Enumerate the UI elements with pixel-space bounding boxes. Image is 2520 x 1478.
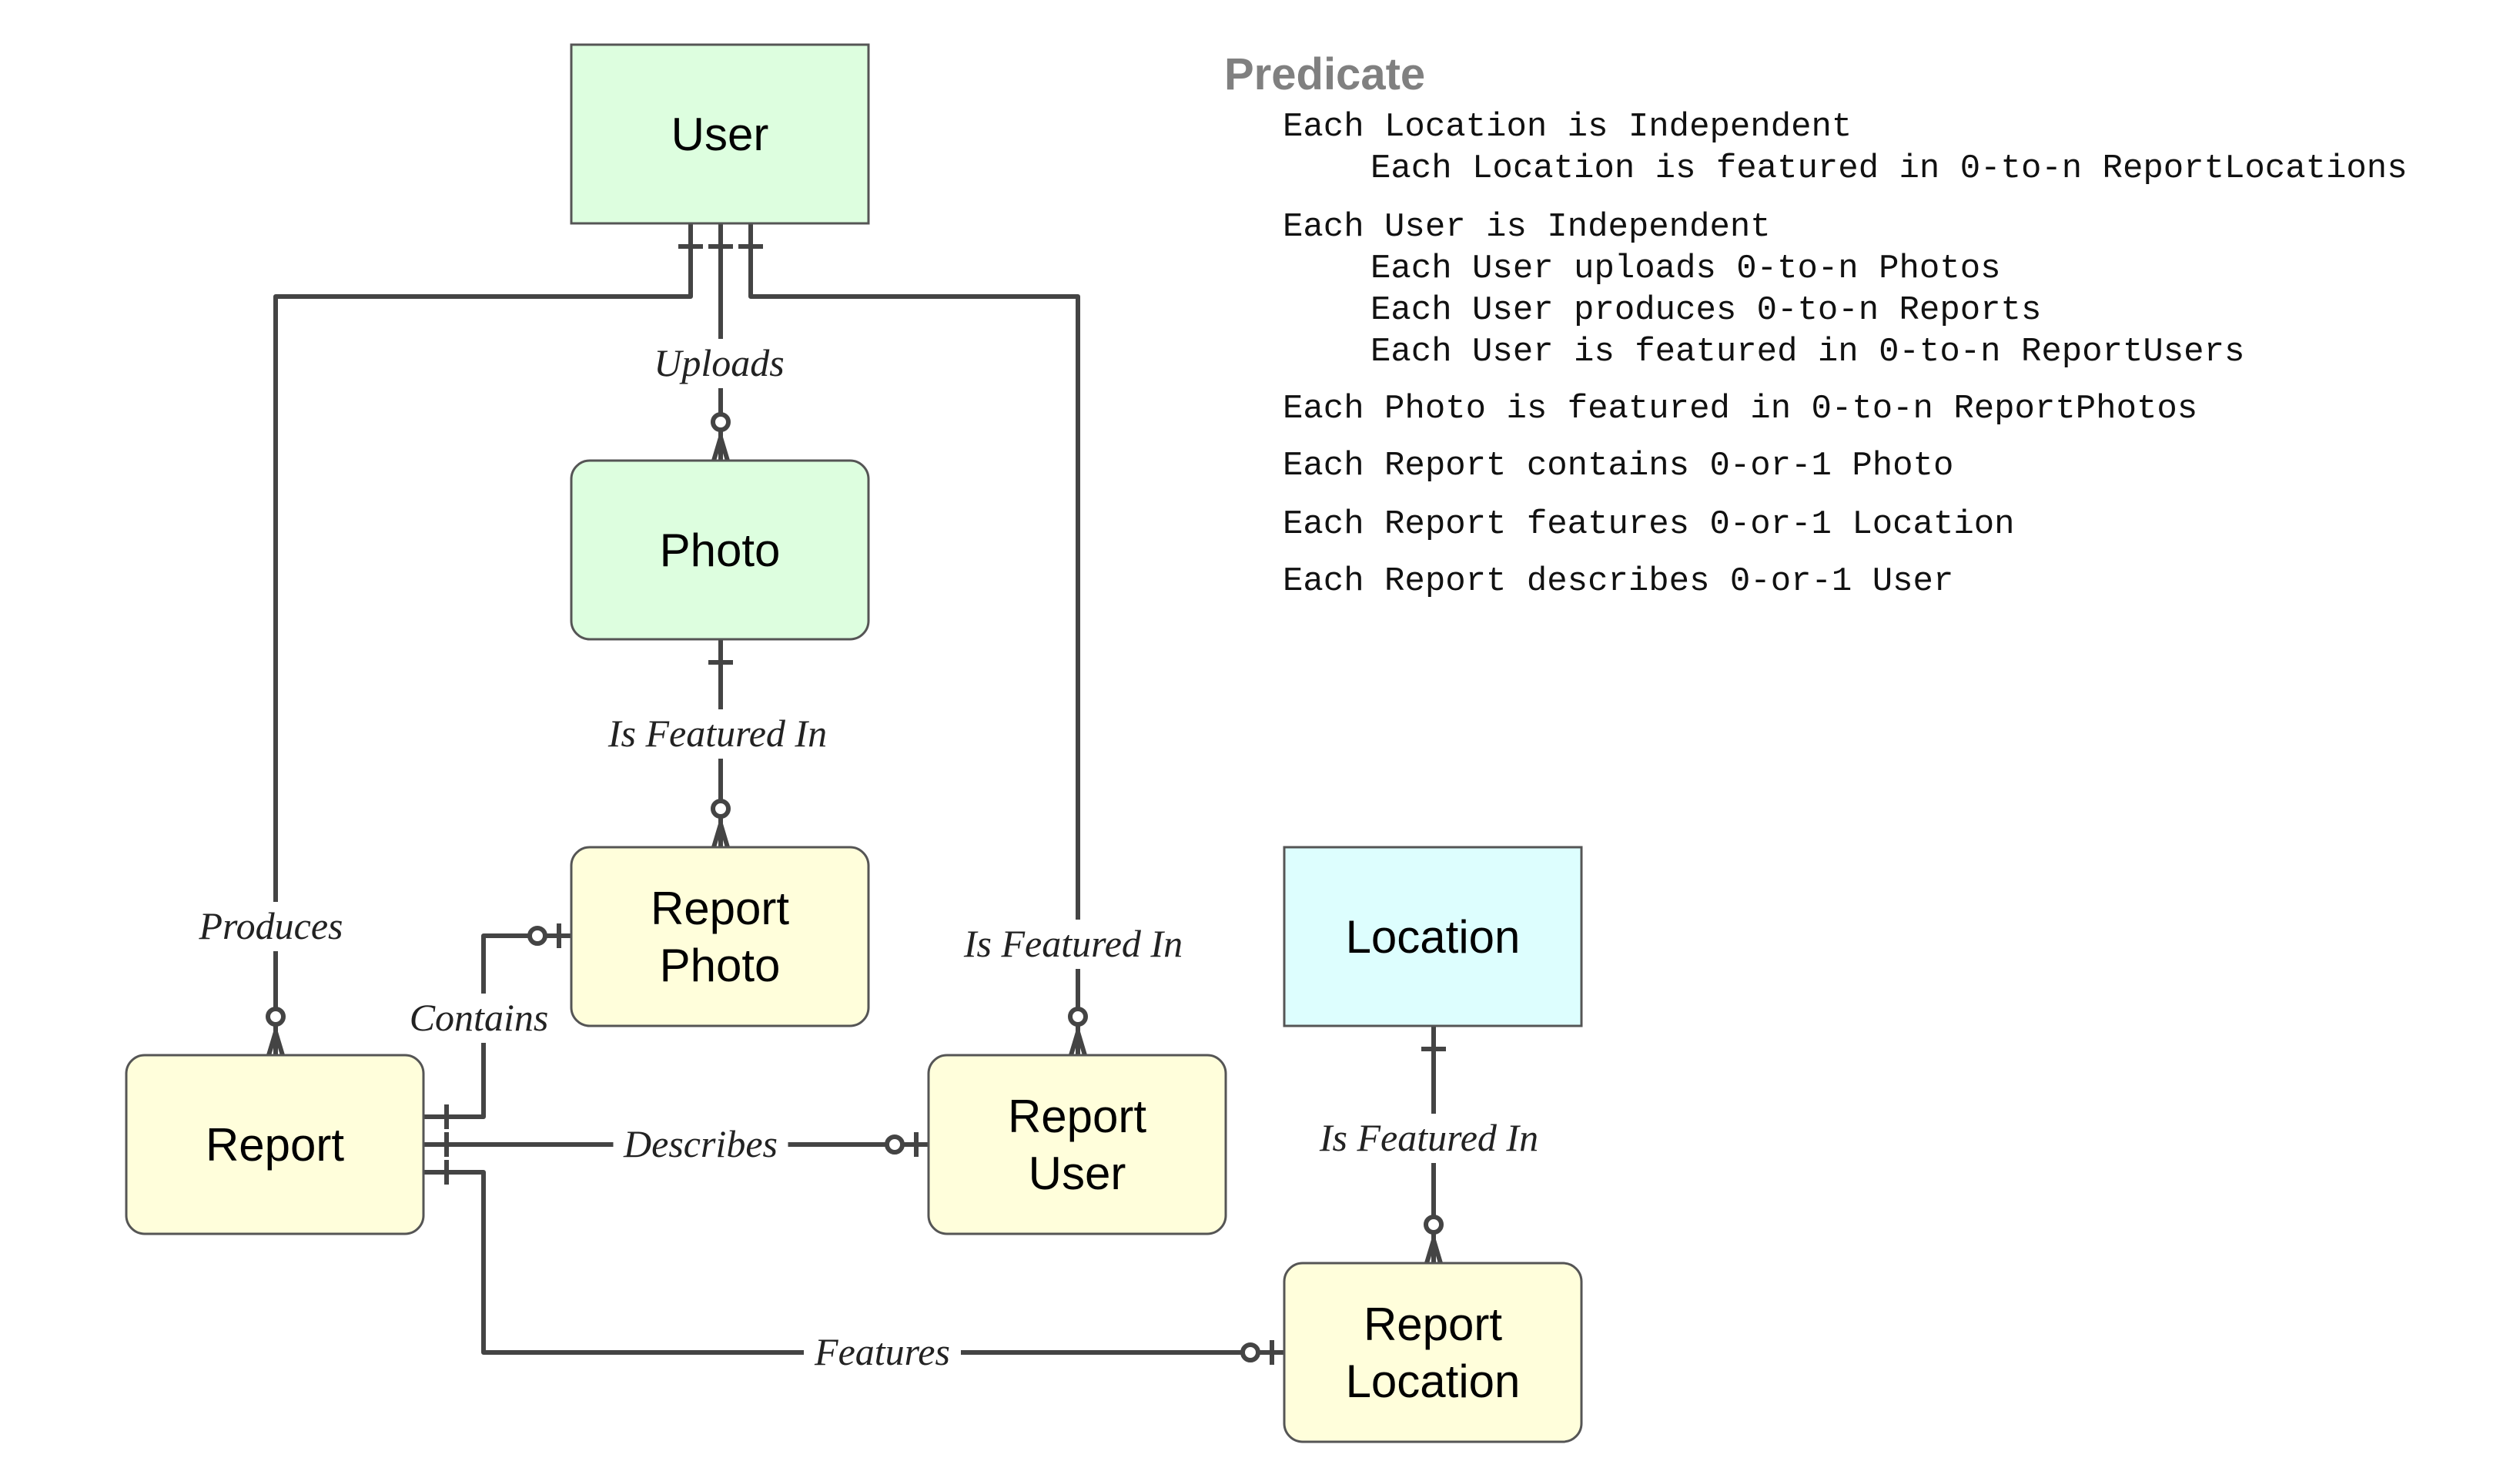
entity-label: Report <box>206 1119 344 1171</box>
markers-features <box>444 1160 1274 1365</box>
predicate-line: Each Photo is featured in 0-to-n ReportP… <box>1283 390 2197 428</box>
relationship-label-text: Contains <box>410 996 549 1039</box>
entity-report-location[interactable]: ReportLocation <box>1283 1262 1583 1443</box>
predicate-line: Each Location is Independent <box>1283 108 1852 146</box>
entity-box <box>570 43 870 225</box>
zero-circle-marker <box>885 1134 905 1155</box>
predicate-line: Each User is featured in 0-to-n ReportUs… <box>1370 333 2244 371</box>
relationship-label-location-featured: Is Featured In <box>1297 1114 1561 1163</box>
entity-report[interactable]: Report <box>125 1054 425 1235</box>
markers-describes <box>444 1132 919 1157</box>
relationship-label-text: Features <box>814 1330 950 1373</box>
relationship-label-text: Uploads <box>654 341 784 384</box>
relationship-label-features: Features <box>804 1328 961 1377</box>
predicate-line: Each Report describes 0-or-1 User <box>1283 562 1953 601</box>
entity-box <box>1283 846 1583 1027</box>
label-background <box>649 339 789 388</box>
relationship-line-produces <box>273 223 693 1055</box>
cardinality-markers <box>266 244 1446 1365</box>
predicate-title: Predicate <box>1224 49 1425 99</box>
relationship-label-photo-featured: Is Featured In <box>586 709 849 759</box>
entity-box <box>570 459 870 641</box>
entity-label: Report <box>1364 1299 1502 1350</box>
zero-circle-marker <box>1240 1342 1260 1362</box>
markers-uploads <box>708 244 733 461</box>
relationship-label-text: Is Featured In <box>963 922 1183 965</box>
zero-circle-marker <box>527 926 547 946</box>
markers-photo-featured <box>708 660 733 848</box>
entity-user[interactable]: User <box>570 43 870 225</box>
markers-produces <box>266 244 703 1056</box>
zero-circle-marker <box>1424 1215 1444 1235</box>
entity-label: User <box>1029 1148 1126 1199</box>
label-background <box>1297 1114 1561 1163</box>
label-background <box>942 920 1205 969</box>
relationship-label-describes: Describes <box>613 1120 788 1169</box>
entity-report-user[interactable]: ReportUser <box>927 1054 1227 1235</box>
label-background <box>586 709 849 759</box>
label-background <box>613 1120 788 1169</box>
relationship-lines <box>273 223 1436 1355</box>
label-background <box>192 902 350 951</box>
entity-report-photo[interactable]: ReportPhoto <box>570 846 870 1027</box>
zero-circle-marker <box>266 1007 286 1027</box>
predicate-line: Each User uploads 0-to-n Photos <box>1370 250 2001 288</box>
crows-foot-marker <box>711 429 730 461</box>
entity-label: Report <box>651 883 789 934</box>
zero-circle-marker <box>711 412 731 432</box>
relationship-line-user-featured <box>748 223 1080 1055</box>
relationship-label-text: Is Featured In <box>1319 1116 1538 1159</box>
markers-contains <box>444 923 561 1129</box>
crows-foot-marker <box>1069 1024 1087 1056</box>
relationship-label-contains: Contains <box>400 994 557 1043</box>
entity-photo[interactable]: Photo <box>570 459 870 641</box>
relationship-label-produces: Produces <box>192 902 350 951</box>
relationship-label-text: Is Featured In <box>607 712 827 755</box>
entity-box <box>125 1054 425 1235</box>
crows-foot-marker <box>266 1024 285 1056</box>
relationship-label-user-featured: Is Featured In <box>942 920 1205 969</box>
entity-box <box>1283 1262 1583 1443</box>
predicate-line: Each User produces 0-to-n Reports <box>1370 291 2041 330</box>
predicate-line: Each Location is featured in 0-to-n Repo… <box>1370 149 2408 188</box>
entity-box <box>570 846 870 1027</box>
zero-circle-marker <box>1068 1007 1088 1027</box>
entity-location[interactable]: Location <box>1283 846 1583 1027</box>
predicate-line: Each User is Independent <box>1283 208 1771 246</box>
markers-location-featured <box>1421 1047 1446 1264</box>
label-background <box>400 994 557 1043</box>
label-background <box>804 1328 961 1377</box>
predicate-line: Each Report contains 0-or-1 Photo <box>1283 447 1953 485</box>
predicate-panel: Predicate Each Location is IndependentEa… <box>1224 49 2408 601</box>
entity-box <box>927 1054 1227 1235</box>
relationship-labels: Uploads Is Featured In Produces Is Featured… <box>192 339 1561 1377</box>
markers-user-featured <box>738 244 1088 1056</box>
zero-circle-marker <box>711 799 731 819</box>
crows-foot-marker <box>711 816 730 848</box>
relationship-label-uploads: Uploads <box>649 339 789 388</box>
crows-foot-marker <box>1424 1232 1443 1264</box>
predicate-line: Each Report features 0-or-1 Location <box>1283 505 2015 544</box>
entity-label: Report <box>1008 1091 1146 1142</box>
entity-label: Photo <box>660 525 781 576</box>
relationship-label-text: Produces <box>199 904 343 947</box>
relationship-label-text: Describes <box>623 1122 778 1165</box>
entity-label: Location <box>1346 911 1521 963</box>
entity-label: Location <box>1346 1356 1521 1407</box>
entity-label: User <box>671 109 769 160</box>
entities: UserPhotoReportPhotoReportReportUserLoca… <box>125 43 1583 1443</box>
entity-label: Photo <box>660 940 781 991</box>
